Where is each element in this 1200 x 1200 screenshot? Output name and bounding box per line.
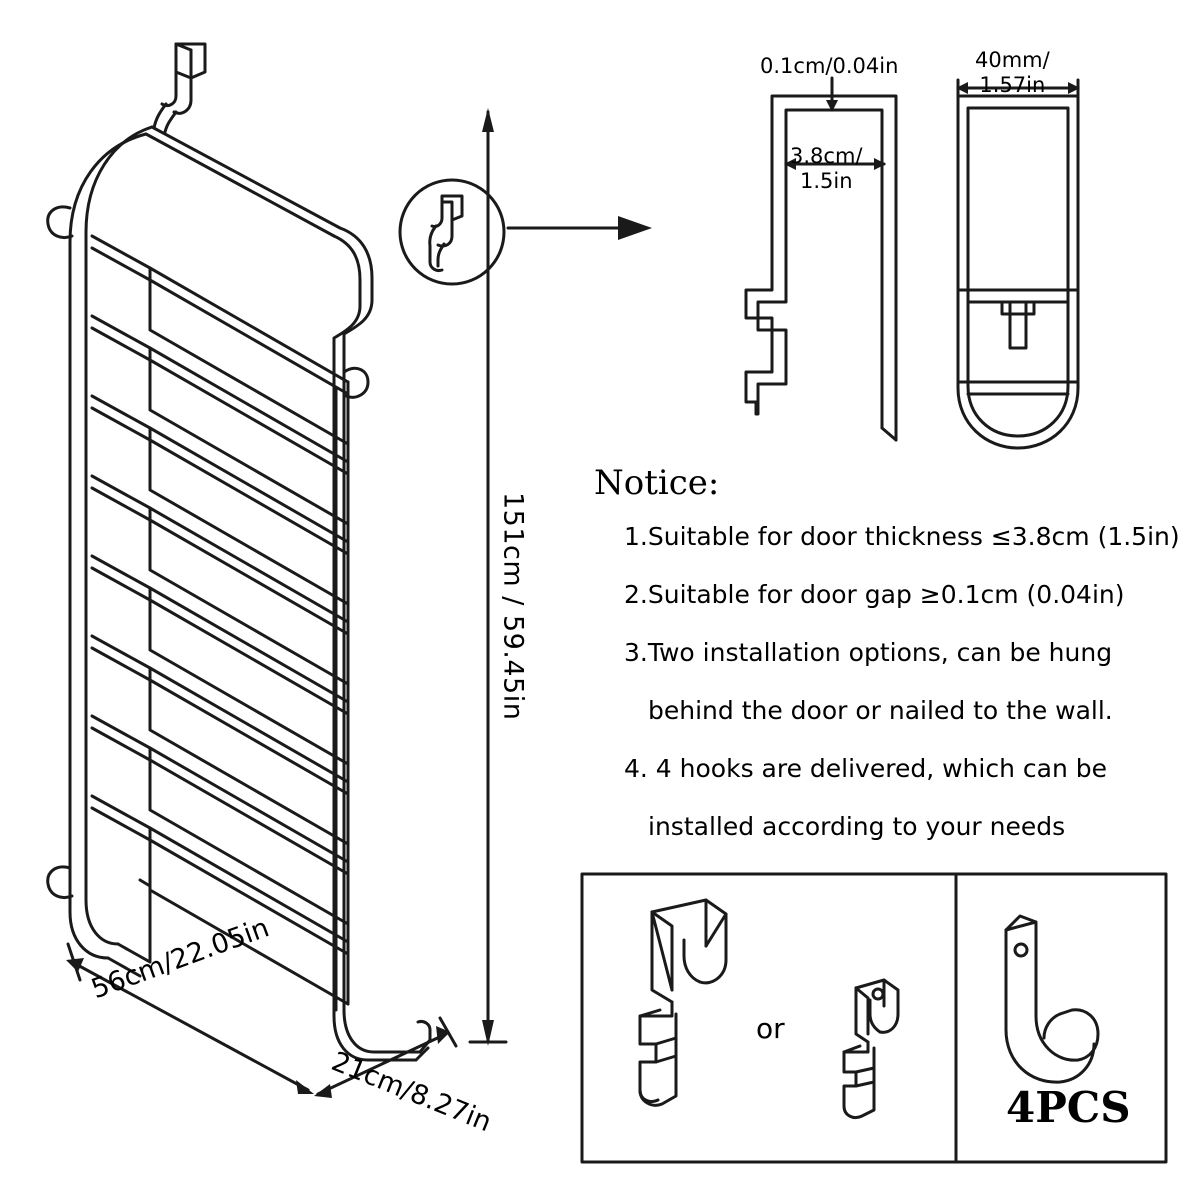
- notice-item: 1.Suitable for door thickness ≤3.8cm (1.…: [624, 522, 1180, 551]
- label-door-gap: 0.1cm/0.04in: [760, 54, 899, 78]
- notice-item: 4. 4 hooks are delivered, which can be: [624, 754, 1107, 783]
- label-overall-height: 151cm / 59.45in: [497, 492, 529, 721]
- notice-item: behind the door or nailed to the wall.: [648, 696, 1113, 725]
- notice-item: 3.Two installation options, can be hung: [624, 638, 1113, 667]
- label-door-thickness: 3.8cm/ 1.5in: [790, 144, 863, 193]
- label-or: or: [756, 1012, 785, 1045]
- label-overall-width: 56cm/22.05in: [87, 912, 274, 1006]
- label-overall-depth: 21cm/8.27in: [327, 1046, 496, 1139]
- notice-item: installed according to your needs: [648, 812, 1066, 841]
- label-hook-quantity: 4PCS: [1006, 1083, 1131, 1132]
- notice-title: Notice:: [594, 463, 720, 503]
- notice-item: 2.Suitable for door gap ≥0.1cm (0.04in): [624, 580, 1125, 609]
- label-hook-width: 40mm/ 1.57in: [975, 48, 1050, 97]
